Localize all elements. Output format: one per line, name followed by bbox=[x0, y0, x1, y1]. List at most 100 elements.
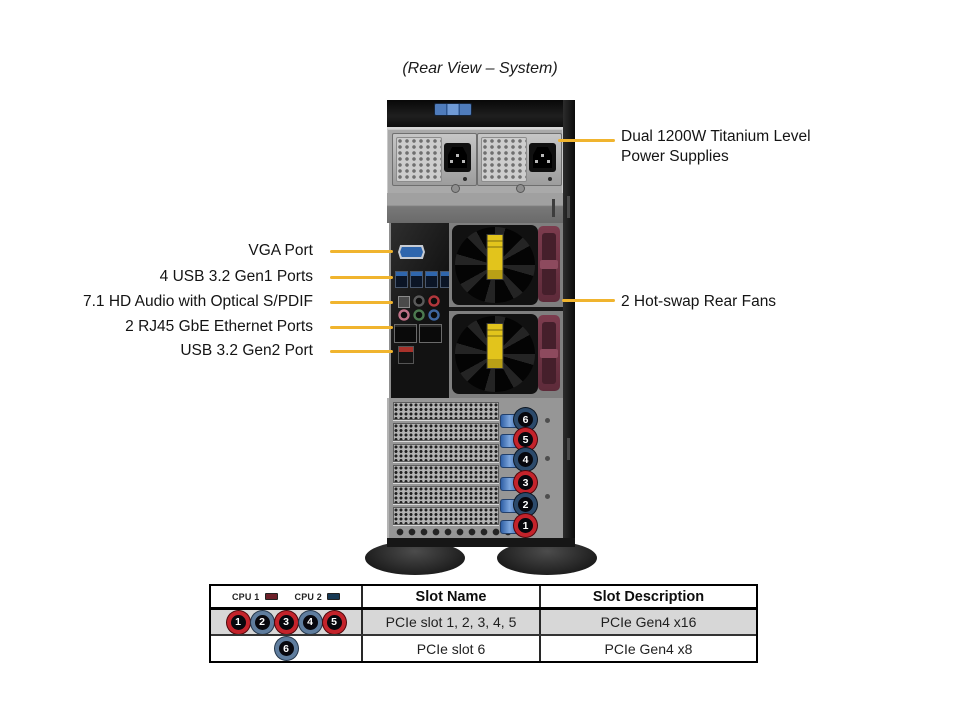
hd-audio-ports bbox=[394, 293, 446, 323]
audio-jack bbox=[428, 309, 440, 321]
table-badge-2: 2 bbox=[254, 614, 270, 630]
pcie-slot-area: 6 5 4 3 2 1 bbox=[387, 398, 563, 538]
table-row-slots-1-5: 1 2 3 4 5 PCIe slot 1, 2, 3, 4, 5 PCIe G… bbox=[211, 610, 756, 636]
label-power-supplies-line1: Dual 1200W Titanium Level bbox=[621, 128, 811, 145]
rear-io-panel bbox=[389, 223, 454, 398]
slot-name-cell: PCIe slot 1, 2, 3, 4, 5 bbox=[363, 610, 541, 634]
rj45-port bbox=[394, 324, 417, 343]
rear-fan-1 bbox=[449, 224, 563, 306]
fan-warning-label bbox=[486, 234, 504, 280]
chassis-right-edge bbox=[563, 100, 575, 546]
slot-badge-1: 1 bbox=[518, 518, 533, 533]
label-hd-audio: 7.1 HD Audio with Optical S/PDIF bbox=[82, 293, 313, 310]
slot-badge-6-cell: 6 bbox=[211, 636, 363, 661]
usb32-gen1-ports bbox=[395, 271, 453, 288]
cpu2-label: CPU 2 bbox=[294, 591, 323, 602]
screw-icon bbox=[451, 184, 460, 193]
label-power-supplies: Dual 1200W Titanium Level Power Supplies bbox=[621, 127, 811, 167]
slot-table: CPU 1 CPU 2 Slot Name Slot Description 1… bbox=[209, 584, 758, 663]
fan-release-handle bbox=[538, 226, 560, 302]
chassis-bottom-edge bbox=[387, 538, 575, 547]
table-badge-3: 3 bbox=[278, 614, 294, 630]
callout-line-psu bbox=[558, 139, 615, 142]
label-vga-port: VGA Port bbox=[248, 242, 313, 259]
fan-release-handle bbox=[538, 315, 560, 391]
usb-port bbox=[425, 271, 438, 288]
slot-badge-6: 6 bbox=[518, 412, 533, 427]
psu-status-led bbox=[548, 177, 552, 181]
optical-spdif-port bbox=[398, 296, 410, 308]
callout-line-vga bbox=[330, 250, 393, 253]
vent-holes bbox=[395, 527, 515, 538]
cpu2-legend-item: CPU 2 bbox=[295, 592, 341, 602]
slot-badge-4: 4 bbox=[518, 452, 533, 467]
table-badge-6: 6 bbox=[278, 641, 294, 656]
screw-icon bbox=[545, 456, 550, 461]
audio-jack bbox=[398, 309, 410, 321]
pcie-slot-cover bbox=[393, 465, 499, 483]
cpu1-color-swatch bbox=[264, 593, 278, 600]
psu-fan-grille bbox=[396, 137, 442, 182]
power-supply-bay bbox=[387, 127, 563, 195]
screw-icon bbox=[545, 418, 550, 423]
label-power-supplies-line2: Power Supplies bbox=[621, 148, 729, 165]
audio-jack bbox=[428, 295, 440, 307]
power-supply-2 bbox=[477, 133, 562, 186]
usb32-gen2-port bbox=[398, 346, 414, 364]
pcie-slot-cover bbox=[393, 402, 499, 420]
fan-impeller bbox=[452, 225, 538, 305]
slot-badge-5: 5 bbox=[518, 432, 533, 447]
rj45-port bbox=[419, 324, 442, 343]
callout-line-fans bbox=[562, 299, 615, 302]
psu-status-led bbox=[463, 177, 467, 181]
psu-fan-grille bbox=[481, 137, 527, 182]
usb-port bbox=[410, 271, 423, 288]
callout-line-usb-gen1 bbox=[330, 276, 393, 279]
audio-jack bbox=[413, 309, 425, 321]
table-badge-5: 5 bbox=[326, 614, 342, 630]
slot-badges-1-5: 1 2 3 4 5 bbox=[211, 610, 363, 634]
top-handle bbox=[434, 103, 472, 116]
slot-badge-2: 2 bbox=[518, 497, 533, 512]
usb-port bbox=[395, 271, 408, 288]
cpu1-label: CPU 1 bbox=[231, 591, 260, 602]
power-supply-1 bbox=[392, 133, 477, 186]
label-usb-gen2: USB 3.2 Gen2 Port bbox=[180, 342, 313, 359]
fan-warning-label bbox=[486, 323, 504, 369]
pcie-slot-cover bbox=[393, 444, 499, 462]
slot-badge-3: 3 bbox=[518, 475, 533, 490]
header-slot-description: Slot Description bbox=[592, 588, 705, 605]
ac-power-inlet bbox=[529, 143, 556, 172]
screw-icon bbox=[516, 184, 525, 193]
ac-power-inlet bbox=[444, 143, 471, 172]
rear-fan-2 bbox=[449, 313, 563, 395]
screw-icon bbox=[545, 494, 550, 499]
rear-fan-bay bbox=[449, 223, 563, 398]
slot-description-cell: PCIe Gen4 x16 bbox=[600, 614, 697, 630]
cpu2-color-swatch bbox=[327, 593, 341, 600]
callout-line-usb-gen2 bbox=[330, 350, 393, 353]
vga-connector bbox=[400, 247, 423, 257]
table-badge-1: 1 bbox=[230, 614, 246, 630]
slot-name-cell: PCIe slot 6 bbox=[363, 636, 541, 661]
header-slot-name: Slot Name bbox=[363, 586, 541, 607]
chassis-top-band bbox=[387, 100, 575, 127]
label-rear-fans: 2 Hot-swap Rear Fans bbox=[621, 293, 777, 310]
label-ethernet: 2 RJ45 GbE Ethernet Ports bbox=[125, 318, 313, 335]
slot-description-cell: PCIe Gen4 x8 bbox=[604, 640, 693, 657]
table-row-slot-6: 6 PCIe slot 6 PCIe Gen4 x8 bbox=[211, 636, 756, 661]
fan-impeller bbox=[452, 314, 538, 394]
callout-line-audio bbox=[330, 301, 393, 304]
chassis-mid-panel bbox=[387, 193, 563, 223]
cpu-legend: CPU 1 CPU 2 bbox=[211, 586, 363, 607]
pcie-slot-cover bbox=[393, 423, 499, 441]
audio-jack bbox=[413, 295, 425, 307]
vga-port bbox=[398, 245, 425, 259]
cpu1-legend-item: CPU 1 bbox=[232, 592, 278, 602]
pcie-slot-cover bbox=[393, 507, 499, 525]
diagram-title: (Rear View – System) bbox=[402, 60, 558, 77]
label-usb-gen1: 4 USB 3.2 Gen1 Ports bbox=[159, 268, 313, 285]
callout-line-ethernet bbox=[330, 326, 393, 329]
table-badge-4: 4 bbox=[302, 614, 318, 630]
